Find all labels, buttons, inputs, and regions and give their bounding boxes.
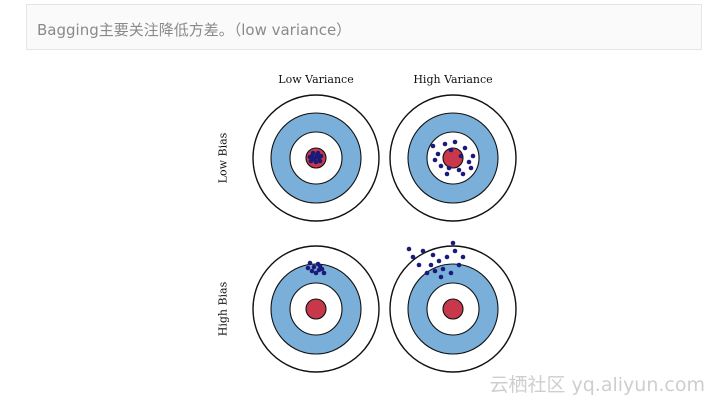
shot-dot <box>438 163 444 169</box>
shot-dot <box>308 158 314 164</box>
shot-dot <box>452 139 458 145</box>
shot-dot <box>448 147 454 153</box>
target-ring <box>305 298 327 320</box>
shot-dot <box>462 145 468 151</box>
shot-dot <box>406 246 412 252</box>
shot-dot <box>430 143 436 149</box>
shot-dot <box>456 167 462 173</box>
shot-dot <box>420 248 426 254</box>
shot-dot <box>410 254 416 260</box>
shot-dot <box>424 270 430 276</box>
callout-text: Bagging主要关注降低方差。（low variance） <box>37 21 352 39</box>
shot-dot <box>448 270 454 276</box>
shot-dot <box>430 252 436 258</box>
shot-dot <box>313 270 319 276</box>
shot-dot <box>440 266 446 272</box>
callout-box: Bagging主要关注降低方差。（low variance） <box>26 4 702 50</box>
shot-dot <box>307 154 313 160</box>
shot-dot <box>432 268 438 274</box>
column-label-high-variance: High Variance <box>413 73 493 86</box>
shot-dot <box>309 268 315 274</box>
shot-dot <box>460 254 466 260</box>
shot-dot <box>313 159 319 165</box>
shot-dot <box>446 165 452 171</box>
shot-dot <box>444 171 450 177</box>
shot-dot <box>470 153 476 159</box>
shot-dot <box>311 264 317 270</box>
column-label-low-variance: Low Variance <box>278 73 354 86</box>
shot-dot <box>456 262 462 268</box>
shot-dot <box>460 171 466 177</box>
shot-dot <box>316 267 322 273</box>
shot-dot <box>317 158 323 164</box>
shot-dot <box>458 153 464 159</box>
shot-dot <box>444 254 450 260</box>
shot-dot <box>307 260 313 266</box>
target-low-bias-high-variance-icon <box>389 94 517 222</box>
shot-dot <box>317 263 323 269</box>
shot-dot <box>435 151 441 157</box>
shot-dot <box>436 258 442 264</box>
shot-dot <box>310 150 316 156</box>
shot-dot <box>438 274 444 280</box>
shot-dot <box>318 153 324 159</box>
watermark: 云栖社区 yq.aliyun.com <box>489 374 705 396</box>
shot-dot <box>428 262 434 268</box>
shot-dot <box>305 265 311 271</box>
shot-dot <box>468 165 474 171</box>
shot-dot <box>432 157 438 163</box>
shot-dot <box>466 159 472 165</box>
target-ring <box>442 147 464 169</box>
shot-dot <box>416 262 422 268</box>
shot-dot <box>312 155 318 161</box>
target-ring <box>442 298 464 320</box>
shot-dot <box>450 240 456 246</box>
target-high-bias-high-variance-icon <box>389 245 517 373</box>
shot-dot <box>442 141 448 147</box>
shot-dot <box>315 150 321 156</box>
shot-dot <box>452 248 458 254</box>
shot-dot <box>321 270 327 276</box>
